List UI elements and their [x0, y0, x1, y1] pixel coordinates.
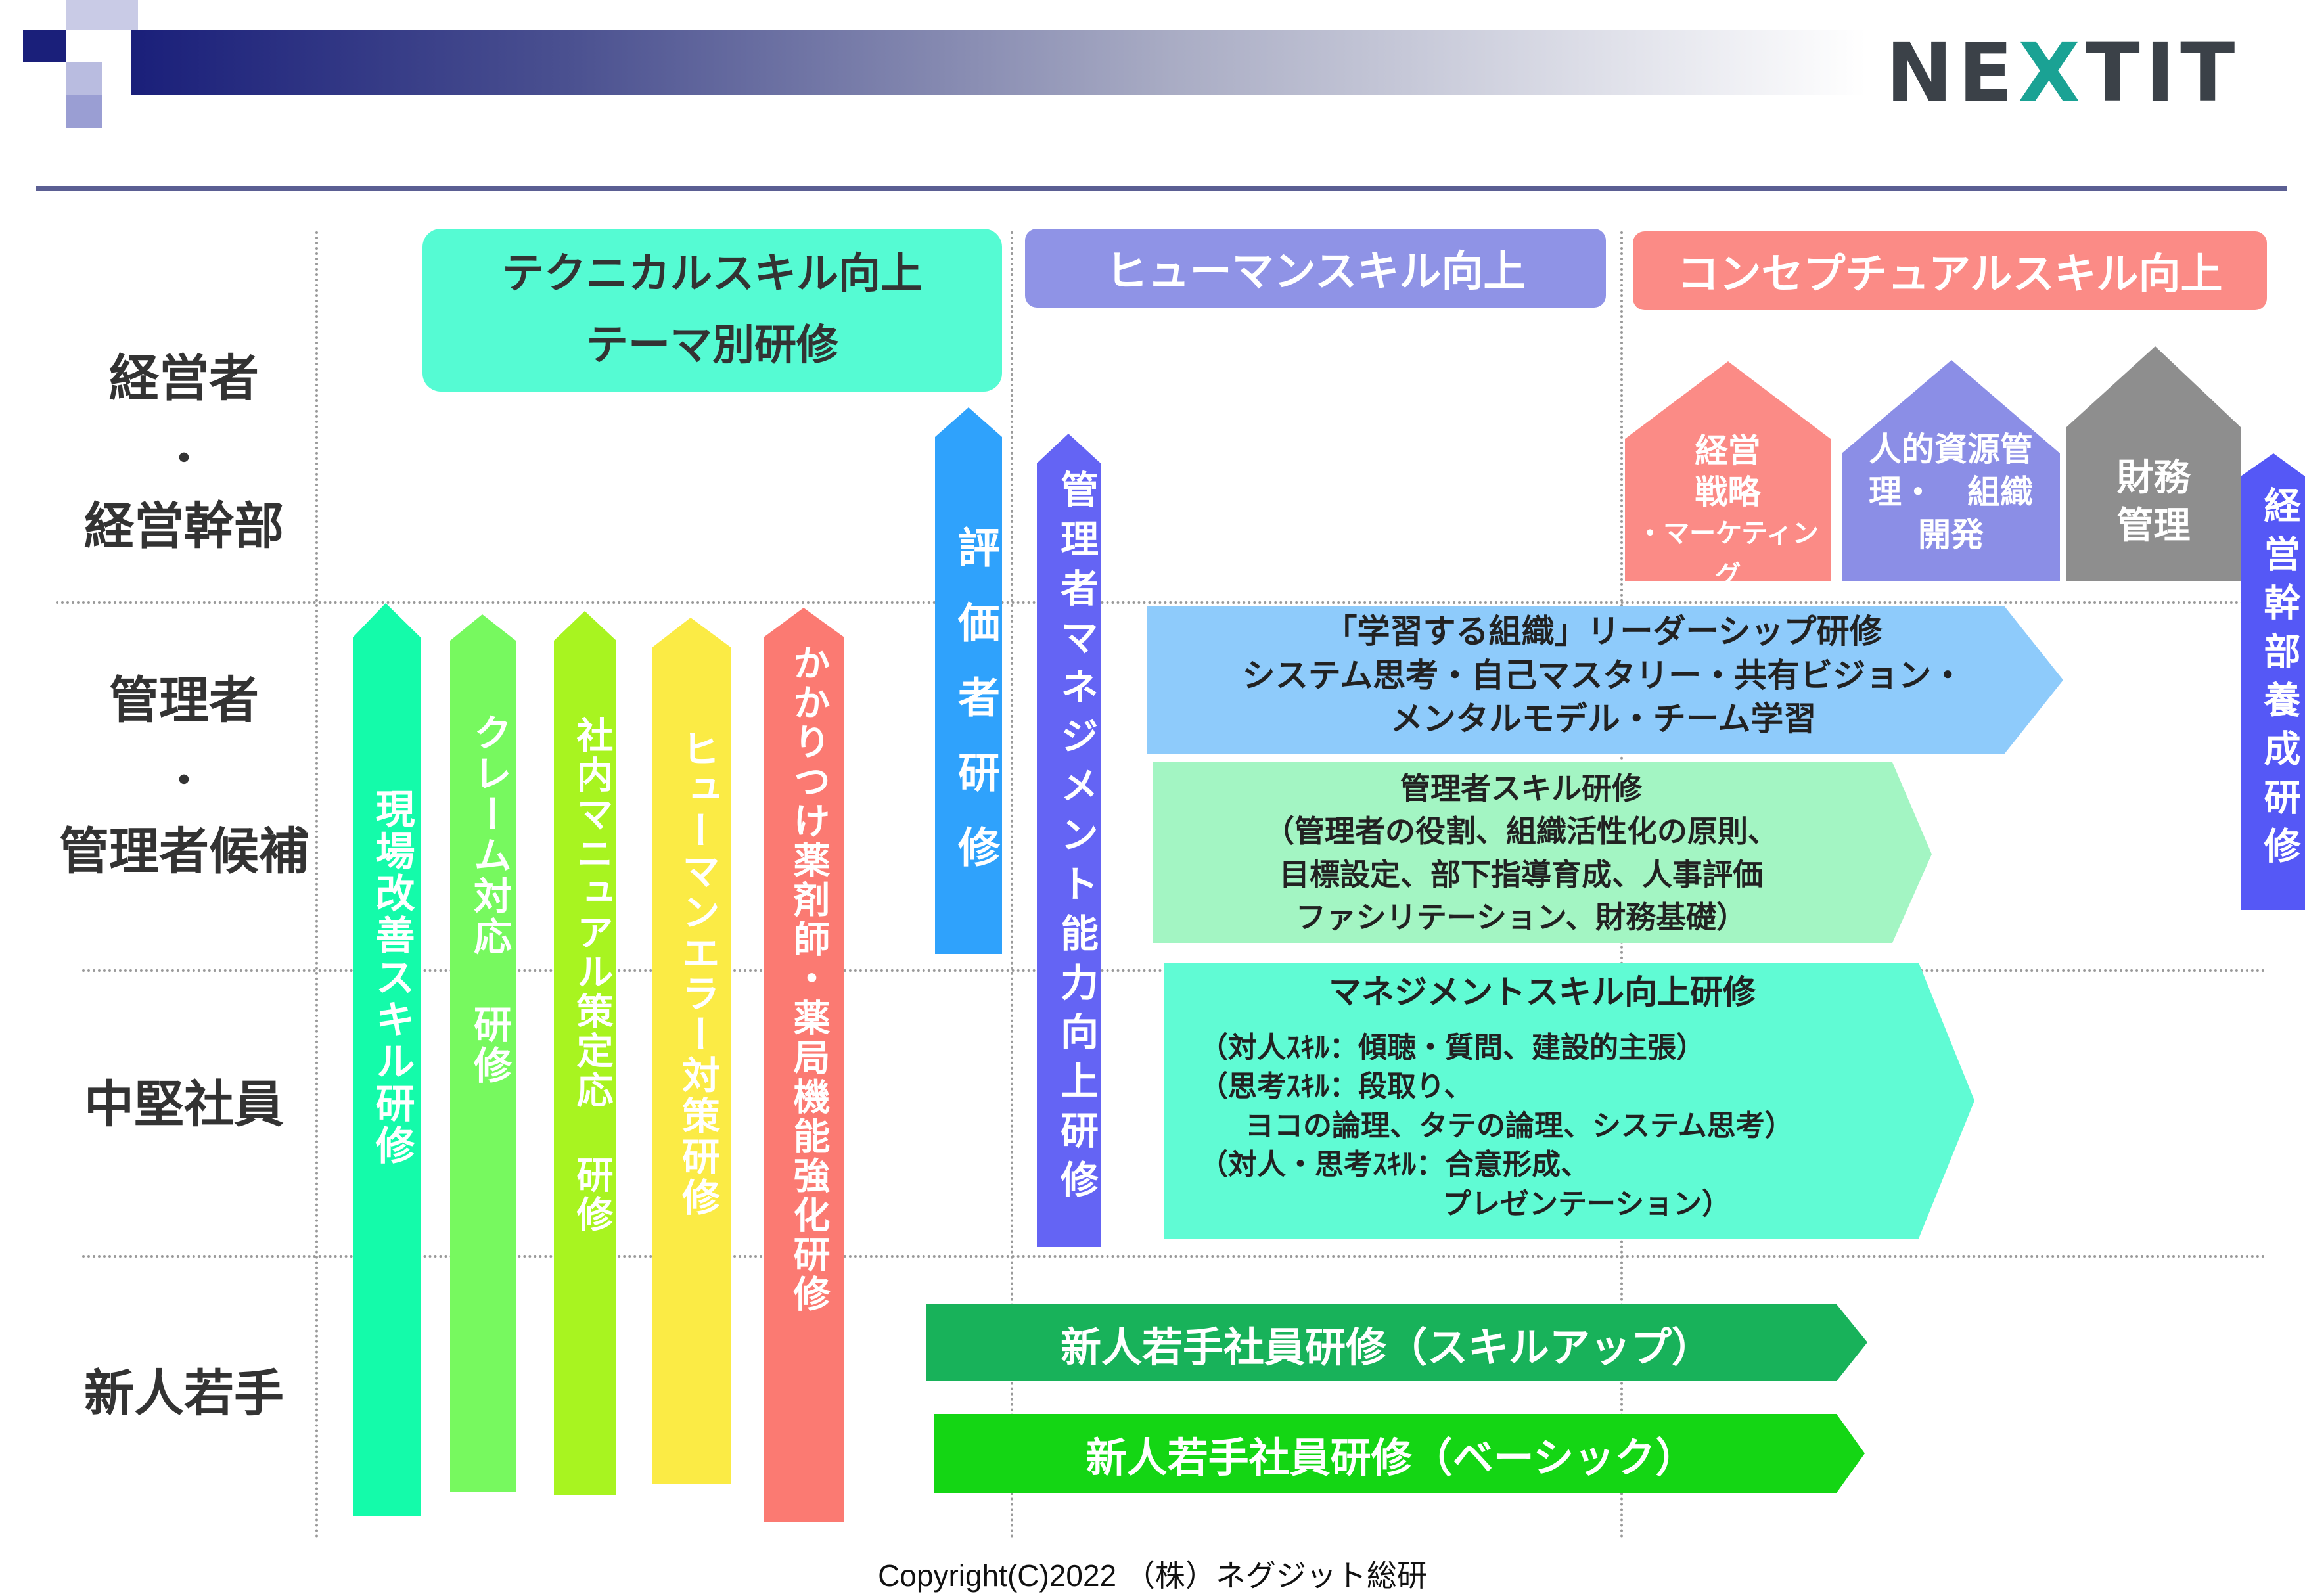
category-human-label: ヒューマンスキル向上: [1105, 248, 1526, 296]
vertical-text-pharmacist: かかりつけ薬剤師・薬局機能強化研修: [787, 644, 830, 1314]
mgmt-skill-body: （対人ｽｷﾙ：傾聴・質問、建設的主張） （思考ｽｷﾙ：段取り、 ヨコの論理、タテ…: [1199, 1028, 1955, 1223]
copyright: Copyright(C)2022 （株）ネグジット総研: [878, 1559, 1427, 1593]
category-technical-line2: テーマ別研修: [586, 321, 838, 370]
arrow-new-basic: [934, 1414, 1865, 1493]
grid-hline-1: [56, 601, 2267, 604]
grid-vline-mid: [1011, 231, 1013, 1539]
house-strategy-line3: ・マーケティング: [1637, 518, 1819, 591]
level-mgr: 管理者: [109, 671, 259, 729]
category-human: ヒューマンスキル向上: [1025, 229, 1606, 308]
house-strategy: [1625, 361, 1831, 581]
arrow-pharmacist: [764, 608, 844, 1522]
mgmt-skill-line6: プレゼンテーション）: [1442, 1187, 1731, 1221]
mgr-skill-line4: ファシリテーション、財務基礎）: [1295, 899, 1747, 935]
nextit-logo: NEXTIT: [1886, 26, 2241, 120]
level-exec: 経営者: [109, 349, 259, 407]
mgmt-skill-line3: （思考ｽｷﾙ：段取り、: [1199, 1070, 1473, 1104]
level-exec-dot: ・: [164, 436, 204, 482]
house-finance-text: 財務 管理: [2066, 455, 2241, 551]
learning-org-text: 「学習する組織」リーダーシップ研修 システム思考・自己マスタリー・共有ビジョン・…: [1147, 610, 2060, 741]
learning-org-title: 「学習する組織」リーダーシップ研修: [1324, 612, 1883, 650]
header-square-2: [66, 0, 102, 30]
level-mgr-dot: ・: [164, 758, 204, 804]
header-gradient-bar: [131, 30, 1866, 95]
arrow-exec-training: [2241, 453, 2305, 910]
house-hr-line2: 理・ 組織: [1869, 473, 2033, 511]
arrow-mgr-management: [1037, 434, 1101, 1247]
category-technical-line1: テクニカルスキル向上: [502, 250, 923, 299]
grid-hline-3: [82, 1255, 2267, 1258]
arrow-mgmt-skill: [1164, 963, 1974, 1239]
header-square-3: [102, 0, 138, 30]
arrow-claim: [450, 614, 516, 1492]
vertical-text-human-error: ヒューマンエラー対策研修: [675, 729, 720, 1218]
house-strategy-text: 経営 戦略 ・マーケティング: [1625, 430, 1831, 597]
learning-org-line3: メンタルモデル・チーム学習: [1390, 700, 1817, 738]
vertical-text-manual: 社内マニュアル策定応 研修: [570, 716, 613, 1235]
header-square-5: [66, 95, 102, 128]
mgmt-skill-line2: （対人ｽｷﾙ：傾聴・質問、建設的主張）: [1199, 1031, 1705, 1064]
mgr-skill-text: 管理者スキル研修 （管理者の役割、組織活性化の原則、 目標設定、部下指導育成、人…: [1153, 767, 1889, 939]
level-mid: 中堅社員: [84, 1075, 284, 1133]
header-rule: [36, 186, 2287, 191]
vertical-text-genba: 現場改善スキル研修: [369, 788, 415, 1167]
level-exec2: 経営幹部: [84, 497, 284, 555]
house-hr: [1842, 360, 2060, 581]
arrow-manual: [554, 611, 616, 1495]
header-square-4: [66, 62, 102, 95]
mgmt-skill-title: マネジメントスキル向上研修: [1329, 973, 1756, 1011]
house-hr-line1: 人的資源管: [1869, 430, 2033, 468]
header-square-1: [23, 30, 66, 62]
arrow-genba: [353, 603, 421, 1516]
house-finance-line2: 管理: [2116, 504, 2191, 547]
house-hr-text: 人的資源管 理・ 組織 開発: [1842, 428, 2060, 557]
category-technical: テクニカルスキル向上 テーマ別研修: [422, 229, 1002, 392]
arrow-mgr-skill: [1153, 762, 1932, 943]
arrow-learning-org: [1147, 606, 2063, 754]
house-finance-line1: 財務: [2116, 457, 2191, 499]
new-basic-text: 新人若手社員研修（ベーシック）: [1085, 1434, 1697, 1482]
category-conceptual: コンセプチュアルスキル向上: [1633, 231, 2267, 310]
arrow-new-skillup: [926, 1304, 1867, 1381]
level-new: 新人若手: [84, 1364, 284, 1423]
mgr-skill-line3: 目標設定、部下指導育成、人事評価: [1279, 856, 1763, 892]
arrow-human-error: [652, 618, 731, 1484]
new-skillup-text: 新人若手社員研修（スキルアップ）: [1060, 1323, 1712, 1371]
learning-org-line2: システム思考・自己マスタリー・共有ビジョン・: [1242, 656, 1965, 695]
level-mgr2: 管理者候補: [59, 822, 309, 880]
mgr-skill-line2: （管理者の役割、組織活性化の原則、: [1264, 813, 1778, 850]
mgr-skill-title: 管理者スキル研修: [1400, 771, 1642, 806]
vertical-text-mgr-management: 管理者マネジメント能力向上研修: [1054, 470, 1099, 1209]
arrow-evaluator: [935, 407, 1002, 954]
house-strategy-line2: 戦略: [1695, 472, 1761, 511]
house-hr-line3: 開発: [1918, 516, 1984, 554]
vertical-text-exec-training: 経営幹部養成研修: [2258, 486, 2300, 875]
vertical-text-evaluator: 評価者研修: [951, 526, 999, 900]
mgmt-skill-line4: ヨコの論理、タテの論理、システム思考）: [1245, 1108, 1794, 1143]
mgmt-skill-line5: （対人・思考ｽｷﾙ：合意形成、: [1199, 1148, 1589, 1182]
vertical-text-claim: クレーム対応 研修: [467, 713, 512, 1086]
category-conceptual-label: コンセプチュアルスキル向上: [1677, 250, 2223, 299]
house-finance: [2066, 346, 2241, 581]
house-strategy-line1: 経営: [1695, 432, 1761, 470]
grid-vline-left: [315, 231, 318, 1539]
